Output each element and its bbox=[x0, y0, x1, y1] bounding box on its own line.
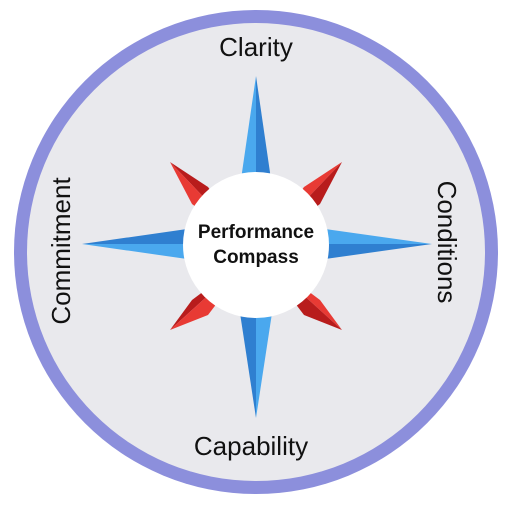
center-circle bbox=[183, 172, 329, 318]
label-conditions: Conditions bbox=[432, 181, 462, 304]
label-capability: Capability bbox=[194, 431, 308, 461]
label-clarity: Clarity bbox=[219, 32, 293, 62]
center-title-line-2: Compass bbox=[213, 247, 299, 268]
label-commitment: Commitment bbox=[46, 177, 76, 325]
center-title-line-1: Performance bbox=[198, 222, 314, 243]
